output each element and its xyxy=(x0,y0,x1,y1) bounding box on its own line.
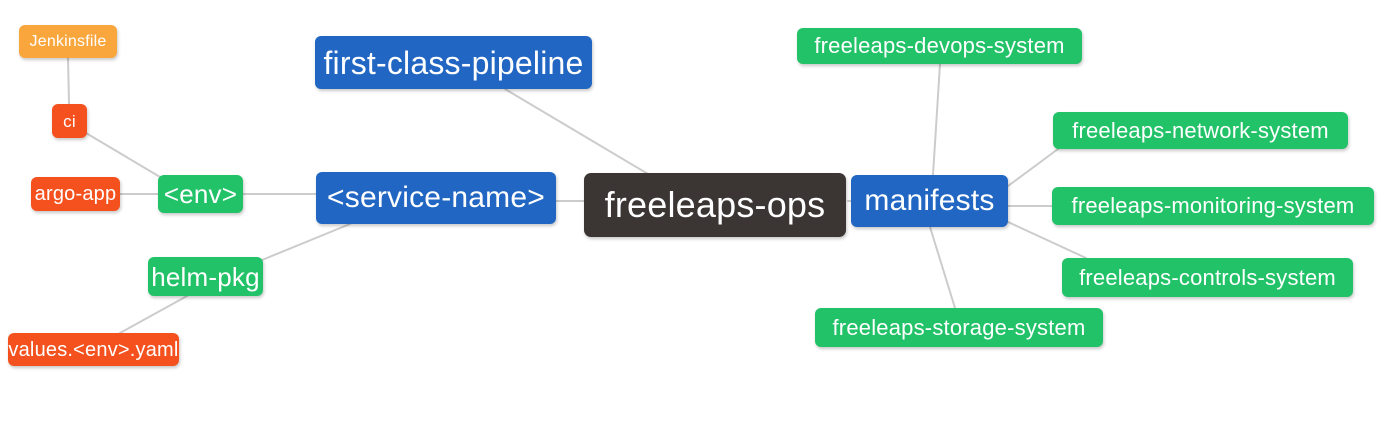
node-manifests[interactable]: manifests xyxy=(851,175,1008,227)
edge-manifests-network-system xyxy=(1007,148,1059,187)
node-ci[interactable]: ci xyxy=(52,104,87,138)
node-env[interactable]: <env> xyxy=(158,175,243,213)
edge-jenkinsfile-ci xyxy=(67,56,70,105)
node-freeleaps-controls-system[interactable]: freeleaps-controls-system xyxy=(1062,258,1353,297)
node-freeleaps-devops-system[interactable]: freeleaps-devops-system xyxy=(797,28,1082,64)
node-freeleaps-storage-system[interactable]: freeleaps-storage-system xyxy=(815,308,1103,347)
edge-first-class-pipeline-root xyxy=(504,88,649,175)
node-argo-app[interactable]: argo-app xyxy=(31,177,120,211)
edge-manifests-devops-system xyxy=(932,63,941,176)
node-service-name[interactable]: <service-name> xyxy=(316,172,556,224)
edge-ci-env xyxy=(85,132,161,178)
node-first-class-pipeline[interactable]: first-class-pipeline xyxy=(315,36,592,89)
node-freeleaps-monitoring-system[interactable]: freeleaps-monitoring-system xyxy=(1052,187,1374,225)
edge-helm-pkg-values-env-yaml xyxy=(119,295,188,334)
node-helm-pkg[interactable]: helm-pkg xyxy=(148,257,263,296)
edge-manifests-controls-system xyxy=(1007,221,1087,259)
node-freeleaps-ops-root[interactable]: freeleaps-ops xyxy=(584,173,846,237)
node-freeleaps-network-system[interactable]: freeleaps-network-system xyxy=(1053,112,1348,149)
edge-manifests-storage-system xyxy=(929,226,956,309)
node-values-env-yaml[interactable]: values.<env>.yaml xyxy=(8,333,179,366)
node-jenkinsfile[interactable]: Jenkinsfile xyxy=(19,25,117,58)
edge-service-name-helm-pkg xyxy=(261,223,351,261)
